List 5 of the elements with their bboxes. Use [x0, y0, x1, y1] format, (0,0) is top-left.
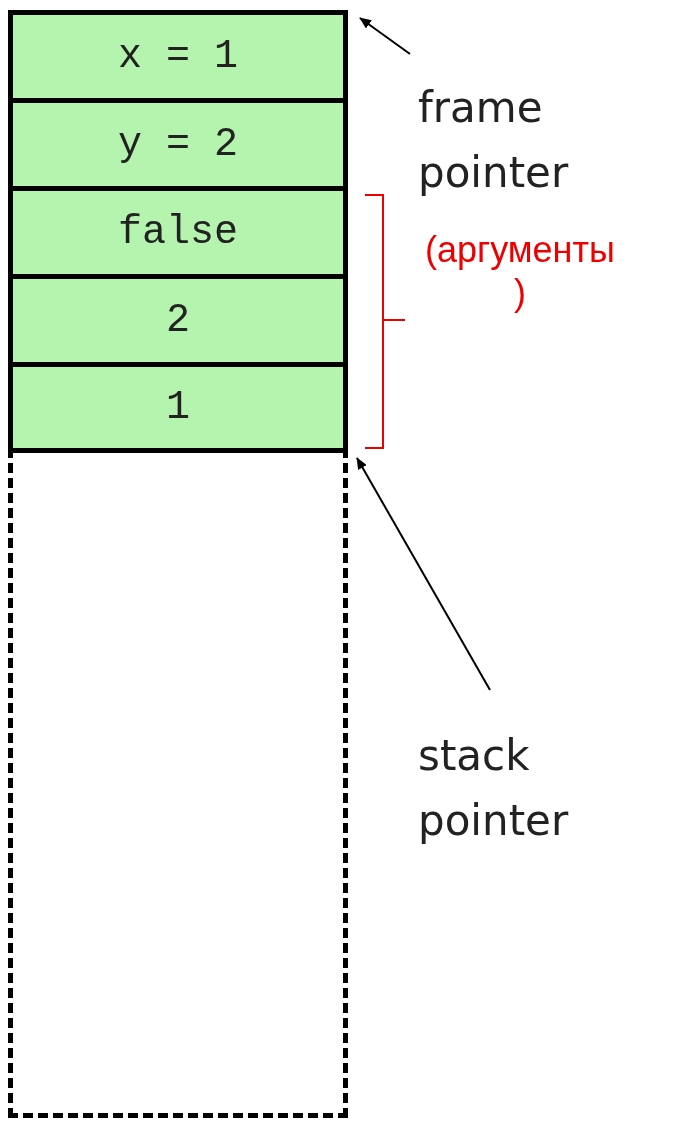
pointer-label: frame pointer — [418, 70, 658, 210]
bracket-note: (аргументы ) — [425, 228, 615, 315]
pointer-label: stack pointer — [418, 718, 658, 858]
leader-arrow — [356, 457, 491, 691]
leader-arrow — [359, 17, 411, 55]
